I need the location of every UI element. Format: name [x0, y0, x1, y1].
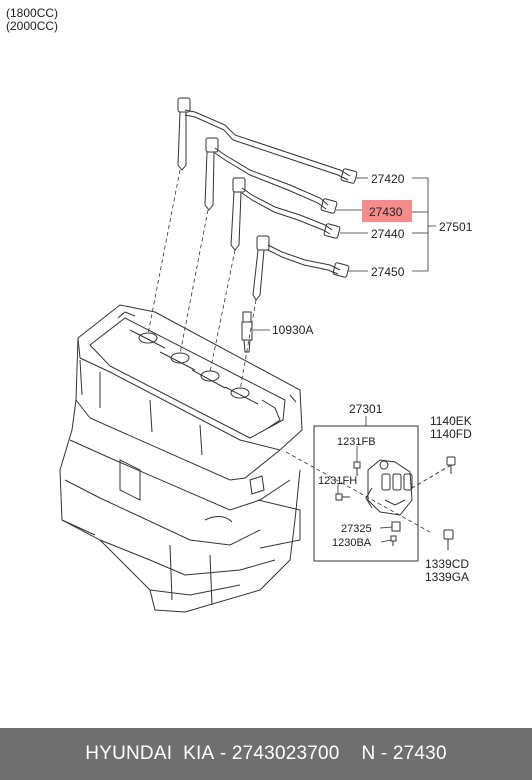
label-27420[interactable]: 27420: [371, 172, 405, 186]
label-10930A[interactable]: 10930A: [272, 323, 313, 337]
ignition-wire-27420: [177, 97, 358, 184]
label-27450[interactable]: 27450: [371, 265, 405, 279]
label-27325[interactable]: 27325: [341, 523, 372, 535]
bolt-1140EK-icon: [411, 456, 456, 489]
footer-part-number: 2743023700: [231, 743, 340, 764]
label-27430[interactable]: 27430: [369, 205, 403, 219]
highlight-27430: [362, 200, 412, 222]
spark-plug-drawing: [241, 311, 253, 353]
ignition-wire-27430: [204, 137, 338, 214]
nut-1339CD-icon: [443, 529, 454, 550]
engine-note-2000cc: (2000CC): [6, 19, 58, 33]
footer-brand: HYUNDAI KIA: [85, 743, 215, 764]
label-1231FH[interactable]: 1231FH: [318, 475, 357, 487]
bolt-1231FB-icon: [353, 461, 361, 476]
footer-ref: 27430: [392, 743, 447, 764]
engine-note-1800cc: (1800CC): [6, 6, 58, 20]
engine-block-drawing: [59, 304, 303, 613]
label-1140FD[interactable]: 1140FD: [430, 427, 472, 441]
coil-label-leaders: [337, 446, 393, 543]
footer-separator-2: N -: [339, 743, 393, 764]
label-27501[interactable]: 27501: [439, 220, 473, 234]
label-1339CD[interactable]: 1339CD: [425, 557, 469, 571]
label-27440[interactable]: 27440: [371, 227, 405, 241]
parts-diagram: (1800CC) (2000CC): [6, 6, 473, 613]
leader-dashes: [147, 169, 431, 533]
label-1231FB[interactable]: 1231FB: [337, 436, 376, 448]
label-27301[interactable]: 27301: [349, 402, 383, 416]
ignition-coil-drawing: [365, 459, 413, 516]
ignition-wire-27450: [252, 235, 350, 301]
label-leaders: [253, 177, 436, 331]
sensor-27325-icon: [391, 521, 401, 532]
bolt-1231FH-icon: [335, 493, 350, 501]
label-1140EK[interactable]: 1140EK: [430, 414, 472, 428]
label-1339GA[interactable]: 1339GA: [425, 570, 469, 584]
footer-bar: HYUNDAI KIA - 2743023700 N - 27430: [0, 728, 532, 780]
bolt-1230BA-icon: [390, 535, 397, 546]
footer-separator-1: -: [214, 743, 232, 764]
label-1230BA[interactable]: 1230BA: [332, 537, 372, 549]
